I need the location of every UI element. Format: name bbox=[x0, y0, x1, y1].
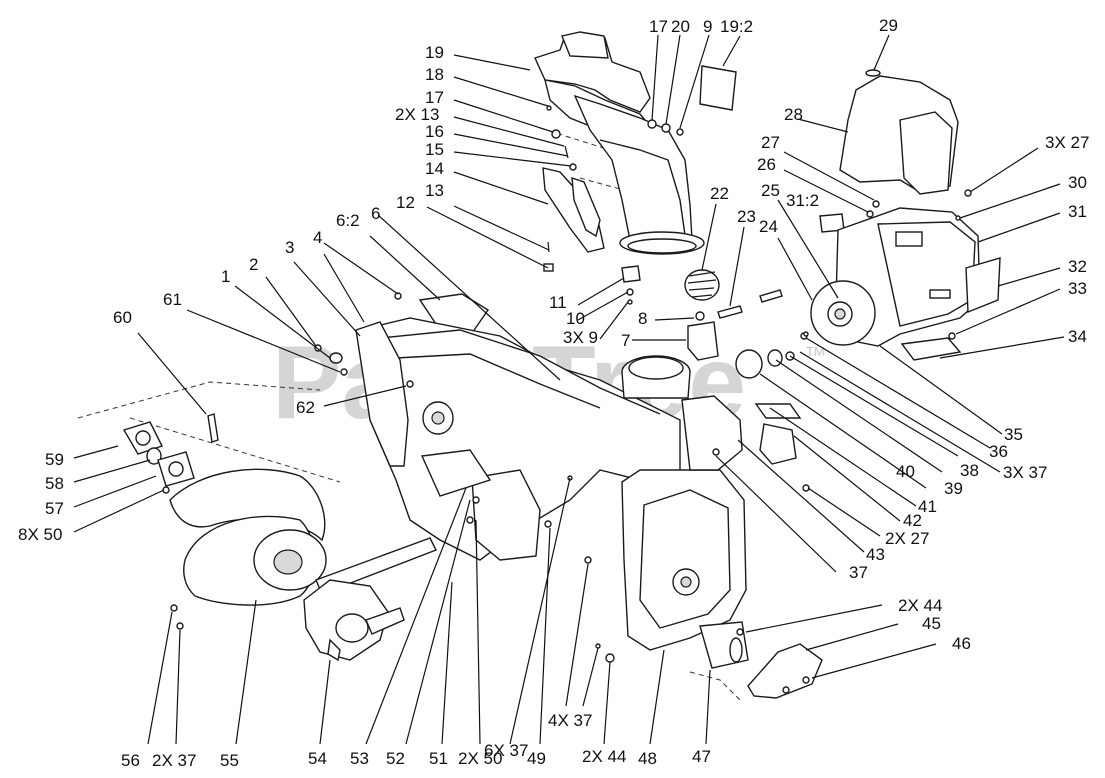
callout-59: 59 bbox=[45, 450, 64, 469]
callout-17-top: 17 bbox=[649, 17, 668, 36]
callout-48: 48 bbox=[638, 749, 657, 768]
callout-22: 22 bbox=[710, 184, 729, 203]
callout-47: 47 bbox=[692, 747, 711, 766]
callout-2x27: 2X 27 bbox=[885, 529, 929, 548]
callout-41: 41 bbox=[918, 497, 937, 516]
callout-4x37: 4X 37 bbox=[548, 711, 592, 730]
callout-19: 19 bbox=[425, 43, 444, 62]
callout-9: 9 bbox=[703, 17, 712, 36]
callout-37: 37 bbox=[849, 563, 868, 582]
callout-60: 60 bbox=[113, 308, 132, 327]
callout-17-left: 17 bbox=[425, 88, 444, 107]
callout-12: 12 bbox=[396, 193, 415, 212]
callout-2x44-right: 2X 44 bbox=[898, 596, 942, 615]
callout-10: 10 bbox=[566, 309, 585, 328]
callout-35: 35 bbox=[1004, 425, 1023, 444]
callout-52: 52 bbox=[386, 749, 405, 768]
callout-36: 36 bbox=[989, 442, 1008, 461]
callout-8: 8 bbox=[638, 309, 647, 328]
auger-gearbox-assembly bbox=[122, 344, 437, 662]
callout-30: 30 bbox=[1068, 173, 1087, 192]
callout-55: 55 bbox=[220, 751, 239, 770]
callout-2x50: 2X 50 bbox=[458, 749, 502, 768]
auger-housing bbox=[355, 292, 810, 663]
skid-shoe-assembly bbox=[699, 621, 823, 699]
callout-62: 62 bbox=[296, 398, 315, 417]
callout-28: 28 bbox=[784, 105, 803, 124]
callout-4: 4 bbox=[313, 228, 322, 247]
callout-18: 18 bbox=[425, 65, 444, 84]
assembly-guide-lines bbox=[77, 127, 741, 701]
callout-2: 2 bbox=[249, 255, 258, 274]
callout-23: 23 bbox=[737, 207, 756, 226]
callout-labels: 1 2 3 4 6:2 6 12 13 14 15 16 2X 13 17 18… bbox=[18, 16, 1089, 770]
callout-27: 27 bbox=[761, 133, 780, 152]
callout-3x9: 3X 9 bbox=[563, 328, 598, 347]
callout-3x37: 3X 37 bbox=[1003, 463, 1047, 482]
callout-19-2: 19:2 bbox=[720, 17, 753, 36]
callout-54: 54 bbox=[308, 749, 327, 768]
callout-38: 38 bbox=[960, 461, 979, 480]
watermark-trademark: TM bbox=[806, 344, 825, 359]
callout-56: 56 bbox=[121, 751, 140, 770]
callout-26: 26 bbox=[757, 155, 776, 174]
engine-shroud-assembly bbox=[800, 69, 1001, 361]
callout-25: 25 bbox=[761, 181, 780, 200]
callout-6x37: 6X 37 bbox=[484, 741, 528, 760]
callout-51: 51 bbox=[429, 749, 448, 768]
callout-3: 3 bbox=[285, 238, 294, 257]
callout-13: 13 bbox=[425, 181, 444, 200]
callout-16: 16 bbox=[425, 122, 444, 141]
callout-40: 40 bbox=[896, 462, 915, 481]
callout-14: 14 bbox=[425, 159, 444, 178]
callout-1: 1 bbox=[221, 267, 230, 286]
callout-43: 43 bbox=[866, 545, 885, 564]
callout-24: 24 bbox=[759, 217, 778, 236]
callout-11: 11 bbox=[549, 293, 567, 312]
callout-32: 32 bbox=[1068, 257, 1087, 276]
callout-20: 20 bbox=[671, 17, 690, 36]
callout-7: 7 bbox=[621, 331, 630, 350]
callout-31: 31 bbox=[1068, 202, 1087, 221]
callout-15: 15 bbox=[425, 140, 444, 159]
callout-2x44-bottom: 2X 44 bbox=[582, 747, 626, 766]
callout-57: 57 bbox=[45, 499, 64, 518]
callout-53: 53 bbox=[350, 749, 369, 768]
callout-2x37: 2X 37 bbox=[152, 751, 196, 770]
chute-rotation-parts bbox=[621, 265, 783, 361]
callout-46: 46 bbox=[952, 634, 971, 653]
callout-58: 58 bbox=[45, 474, 64, 493]
callout-49: 49 bbox=[527, 749, 546, 768]
callout-8x50: 8X 50 bbox=[18, 525, 62, 544]
callout-34: 34 bbox=[1068, 327, 1087, 346]
callout-3x27: 3X 27 bbox=[1045, 133, 1089, 152]
callout-31-2: 31:2 bbox=[786, 191, 819, 210]
callout-45: 45 bbox=[922, 614, 941, 633]
callout-6-2: 6:2 bbox=[336, 211, 360, 230]
callout-61: 61 bbox=[163, 290, 182, 309]
callout-29: 29 bbox=[879, 16, 898, 35]
callout-2x13: 2X 13 bbox=[395, 105, 439, 124]
discharge-chute-assembly bbox=[534, 31, 737, 272]
callout-6: 6 bbox=[371, 204, 380, 223]
callout-39: 39 bbox=[944, 479, 963, 498]
leader-lines bbox=[73, 34, 1065, 745]
callout-42: 42 bbox=[903, 511, 922, 530]
callout-33: 33 bbox=[1068, 279, 1087, 298]
